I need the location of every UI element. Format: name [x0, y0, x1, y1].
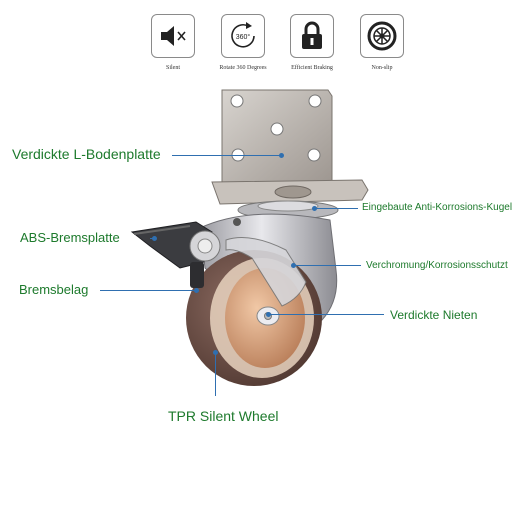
callout-ball-bearing-line [314, 208, 358, 209]
callout-brake-pad-line [100, 290, 196, 291]
callout-rivets-dot [266, 312, 271, 317]
feature-badge-silent [151, 14, 195, 58]
callout-wheel-line [215, 352, 216, 396]
callout-base-plate-label: Verdickte L-Bodenplatte [12, 146, 161, 162]
callout-brake-plate-dot [152, 236, 157, 241]
rotate-360-text: 360° [236, 33, 251, 41]
callout-rivets-line [268, 314, 384, 315]
feature-badge-nonslip [360, 14, 404, 58]
feature-label-rotate: Rotate 360 Degrees [219, 65, 267, 71]
feature-badge-rotate: 360° [221, 14, 265, 58]
callout-rivets-label: Verdickte Nieten [390, 308, 478, 322]
callout-base-plate-line [172, 155, 280, 156]
callout-wheel-dot [213, 350, 218, 355]
rotate-360-icon: 360° [231, 22, 255, 48]
callout-ball-bearing-label: Eingebaute Anti-Korrosions-Kugel [362, 202, 513, 213]
callout-brake-pad-dot [194, 288, 199, 293]
callout-chrome-dot [291, 263, 296, 268]
callout-ball-bearing-dot [312, 206, 317, 211]
feature-label-braking: Efficient Braking [291, 65, 333, 71]
wheel-icon [367, 21, 397, 51]
callout-base-plate-dot [279, 153, 284, 158]
callout-wheel-label: TPR Silent Wheel [168, 408, 279, 424]
l-base-plate [211, 89, 369, 205]
callout-chrome-label: Verchromung/Korrosionsschutzt [366, 260, 508, 271]
callout-brake-plate-label: ABS-Bremsplatte [20, 230, 120, 245]
callout-brake-pad-label: Bremsbelag [19, 282, 89, 297]
feature-label-nonslip: Non-slip [371, 65, 393, 71]
feature-badge-braking [290, 14, 334, 58]
speaker-muted-icon [161, 26, 186, 46]
callout-chrome-line [293, 265, 361, 266]
padlock-icon [302, 21, 322, 49]
feature-label-silent: Silent [165, 65, 180, 71]
